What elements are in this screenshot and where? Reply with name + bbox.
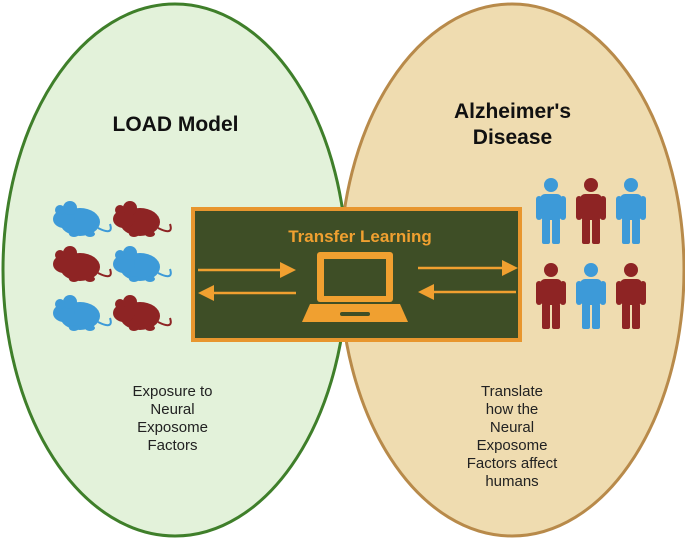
left-panel-title: LOAD Model xyxy=(112,113,239,136)
arrow-left-icon xyxy=(198,285,296,301)
caption-line: Exposure to xyxy=(132,383,213,400)
caption-line: Factors xyxy=(147,437,198,454)
right-panel-title: Alzheimer's Disease xyxy=(425,99,600,151)
caption-line: Translate xyxy=(481,383,543,400)
caption-line: Exposome xyxy=(476,437,548,454)
right-panel-caption: Translate how the Neural Exposome Factor… xyxy=(437,383,587,491)
mouse-icon-red xyxy=(53,246,112,282)
caption-line: Exposome xyxy=(137,419,208,436)
mouse-icon-blue xyxy=(53,295,112,331)
mouse-icon-blue xyxy=(113,246,172,282)
laptop-icon xyxy=(302,252,408,322)
transfer-learning-label: Transfer Learning xyxy=(288,227,432,246)
mouse-icon-red xyxy=(113,295,172,331)
arrow-right-icon xyxy=(418,260,518,276)
caption-line: humans xyxy=(485,473,539,490)
left-panel-caption: Exposure to Neural Exposome Factors xyxy=(100,383,245,455)
right-title-line: Disease xyxy=(472,126,553,149)
arrow-left-icon xyxy=(418,284,516,300)
mouse-icon-blue xyxy=(53,201,112,237)
mice-group xyxy=(53,201,172,331)
caption-line: how the xyxy=(485,401,539,418)
caption-line: Factors affect xyxy=(466,455,558,472)
right-title-line: Alzheimer's xyxy=(453,100,572,123)
mouse-icon-red xyxy=(113,201,172,237)
caption-line: Neural xyxy=(489,419,535,436)
caption-line: Neural xyxy=(150,401,195,418)
arrows-group xyxy=(198,260,518,301)
arrow-right-icon xyxy=(198,262,296,278)
